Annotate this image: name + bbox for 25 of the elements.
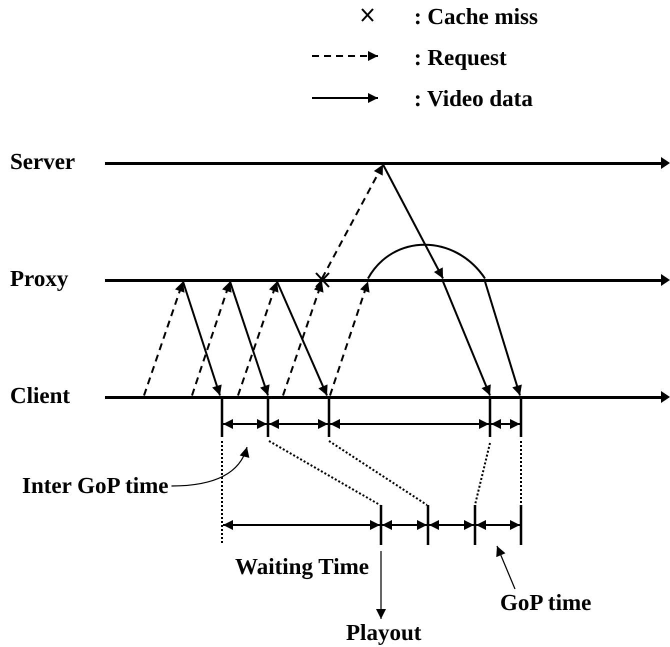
video-data-arrow xyxy=(182,281,222,396)
leader-line xyxy=(376,551,386,619)
video-data-arrow xyxy=(276,281,328,396)
request-arrow xyxy=(282,281,324,396)
legend-text: : Video data xyxy=(414,85,533,113)
video-data-arrow xyxy=(229,281,270,396)
annotation-text: Waiting Time xyxy=(235,553,369,581)
annotation-text: Playout xyxy=(346,619,422,647)
annotation-text: GoP time xyxy=(500,589,592,617)
request-arrow xyxy=(329,281,370,396)
legend-text: : Cache miss xyxy=(414,3,538,31)
leader-line xyxy=(496,546,516,590)
leader-line xyxy=(171,446,249,487)
legend-text: : Request xyxy=(414,44,507,72)
annotation-text: Inter GoP time xyxy=(22,472,168,500)
request-arrow xyxy=(321,164,384,279)
timeline-label: Server xyxy=(10,148,76,176)
video-data-arrow xyxy=(442,281,491,396)
video-data-arrow xyxy=(484,281,522,396)
request-arrow xyxy=(191,281,232,396)
request-arrow xyxy=(237,281,278,396)
request-arrow xyxy=(143,281,184,396)
video-data-arrow xyxy=(382,164,444,279)
timeline-label: Client xyxy=(10,382,70,410)
timeline-label: Proxy xyxy=(10,264,68,292)
